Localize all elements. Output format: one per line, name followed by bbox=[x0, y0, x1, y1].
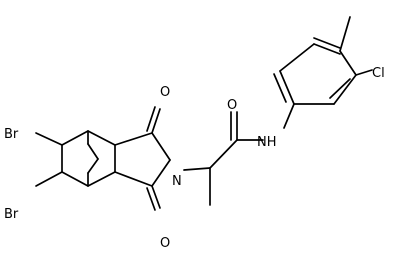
bond bbox=[279, 70, 295, 105]
bond bbox=[339, 16, 351, 52]
bond bbox=[151, 132, 171, 161]
imide-ring bbox=[114, 106, 171, 211]
bond bbox=[355, 69, 373, 76]
bond bbox=[151, 159, 171, 187]
bond bbox=[333, 74, 357, 105]
bond bbox=[61, 130, 89, 146]
bond bbox=[35, 132, 63, 146]
bond bbox=[273, 73, 287, 103]
bond bbox=[87, 171, 116, 187]
bond bbox=[146, 187, 156, 211]
bond bbox=[151, 108, 161, 134]
chlorine-label: Cl bbox=[372, 66, 385, 81]
bond bbox=[114, 132, 153, 146]
bond bbox=[61, 171, 89, 187]
bond bbox=[114, 171, 153, 187]
bond bbox=[313, 43, 341, 55]
amide-oxygen-label: O bbox=[227, 98, 237, 113]
bromine-label-lower: Br bbox=[4, 207, 19, 222]
amide-nh-label: NH bbox=[257, 135, 277, 150]
propanamide-chain bbox=[183, 111, 264, 206]
bond bbox=[209, 139, 238, 169]
bond bbox=[279, 43, 315, 72]
bond bbox=[183, 167, 211, 171]
bond bbox=[35, 171, 63, 187]
bond bbox=[151, 185, 161, 209]
aryl-ring bbox=[273, 16, 373, 129]
bond bbox=[146, 106, 156, 132]
nitrogen-label: N bbox=[172, 174, 182, 189]
bromine-label-upper: Br bbox=[4, 127, 19, 142]
oxygen-label-upper: O bbox=[160, 85, 170, 100]
bond bbox=[339, 50, 357, 76]
bond bbox=[313, 37, 341, 49]
bond bbox=[329, 78, 351, 99]
bond bbox=[87, 143, 99, 160]
bond bbox=[87, 158, 99, 174]
oxygen-label-lower: O bbox=[160, 236, 170, 251]
bond bbox=[283, 103, 295, 129]
bond bbox=[87, 130, 116, 146]
norbornane-core bbox=[35, 130, 116, 187]
